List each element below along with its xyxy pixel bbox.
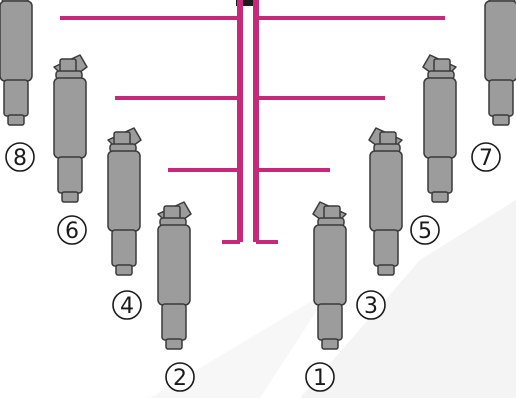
label-circle xyxy=(112,290,142,320)
fuel-injector-icon-8 xyxy=(0,0,34,126)
label-circle xyxy=(471,142,501,172)
fuel-injector-icon-6 xyxy=(53,54,88,203)
cylinder-label-7: 7 xyxy=(471,142,501,172)
cylinder-label-3: 3 xyxy=(356,290,386,320)
label-number: 3 xyxy=(364,294,378,319)
cylinder-label-2: 2 xyxy=(165,362,195,392)
cylinder-labels: 1 2 3 4 5 6 7 8 xyxy=(5,142,501,392)
label-number: 7 xyxy=(479,146,493,171)
label-circle xyxy=(165,362,195,392)
cylinder-label-1: 1 xyxy=(305,362,335,392)
label-circle xyxy=(57,215,87,245)
fuel-injector-icon-1 xyxy=(312,201,347,350)
label-number: 1 xyxy=(313,366,327,391)
cylinder-label-5: 5 xyxy=(410,215,440,245)
fuel-injector-icon-3 xyxy=(368,127,403,276)
label-circle xyxy=(5,142,35,172)
label-circle xyxy=(305,362,335,392)
cylinder-label-8: 8 xyxy=(5,142,35,172)
cylinder-label-4: 4 xyxy=(112,290,142,320)
background-shapes xyxy=(150,200,516,398)
cylinder-label-6: 6 xyxy=(57,215,87,245)
label-number: 8 xyxy=(13,146,27,171)
fuel-injector-icon-5 xyxy=(422,54,457,203)
label-number: 6 xyxy=(65,219,79,244)
wiring-harness xyxy=(60,0,445,244)
label-circle xyxy=(356,290,386,320)
label-circle xyxy=(410,215,440,245)
harness-stem xyxy=(236,0,258,6)
fuel-injector-icon-7 xyxy=(483,0,516,126)
fuel-injector-icon-4 xyxy=(107,127,142,276)
label-number: 2 xyxy=(173,366,187,391)
fuel-injector-icon-2 xyxy=(157,201,192,350)
label-number: 4 xyxy=(120,294,134,319)
label-number: 5 xyxy=(418,219,432,244)
